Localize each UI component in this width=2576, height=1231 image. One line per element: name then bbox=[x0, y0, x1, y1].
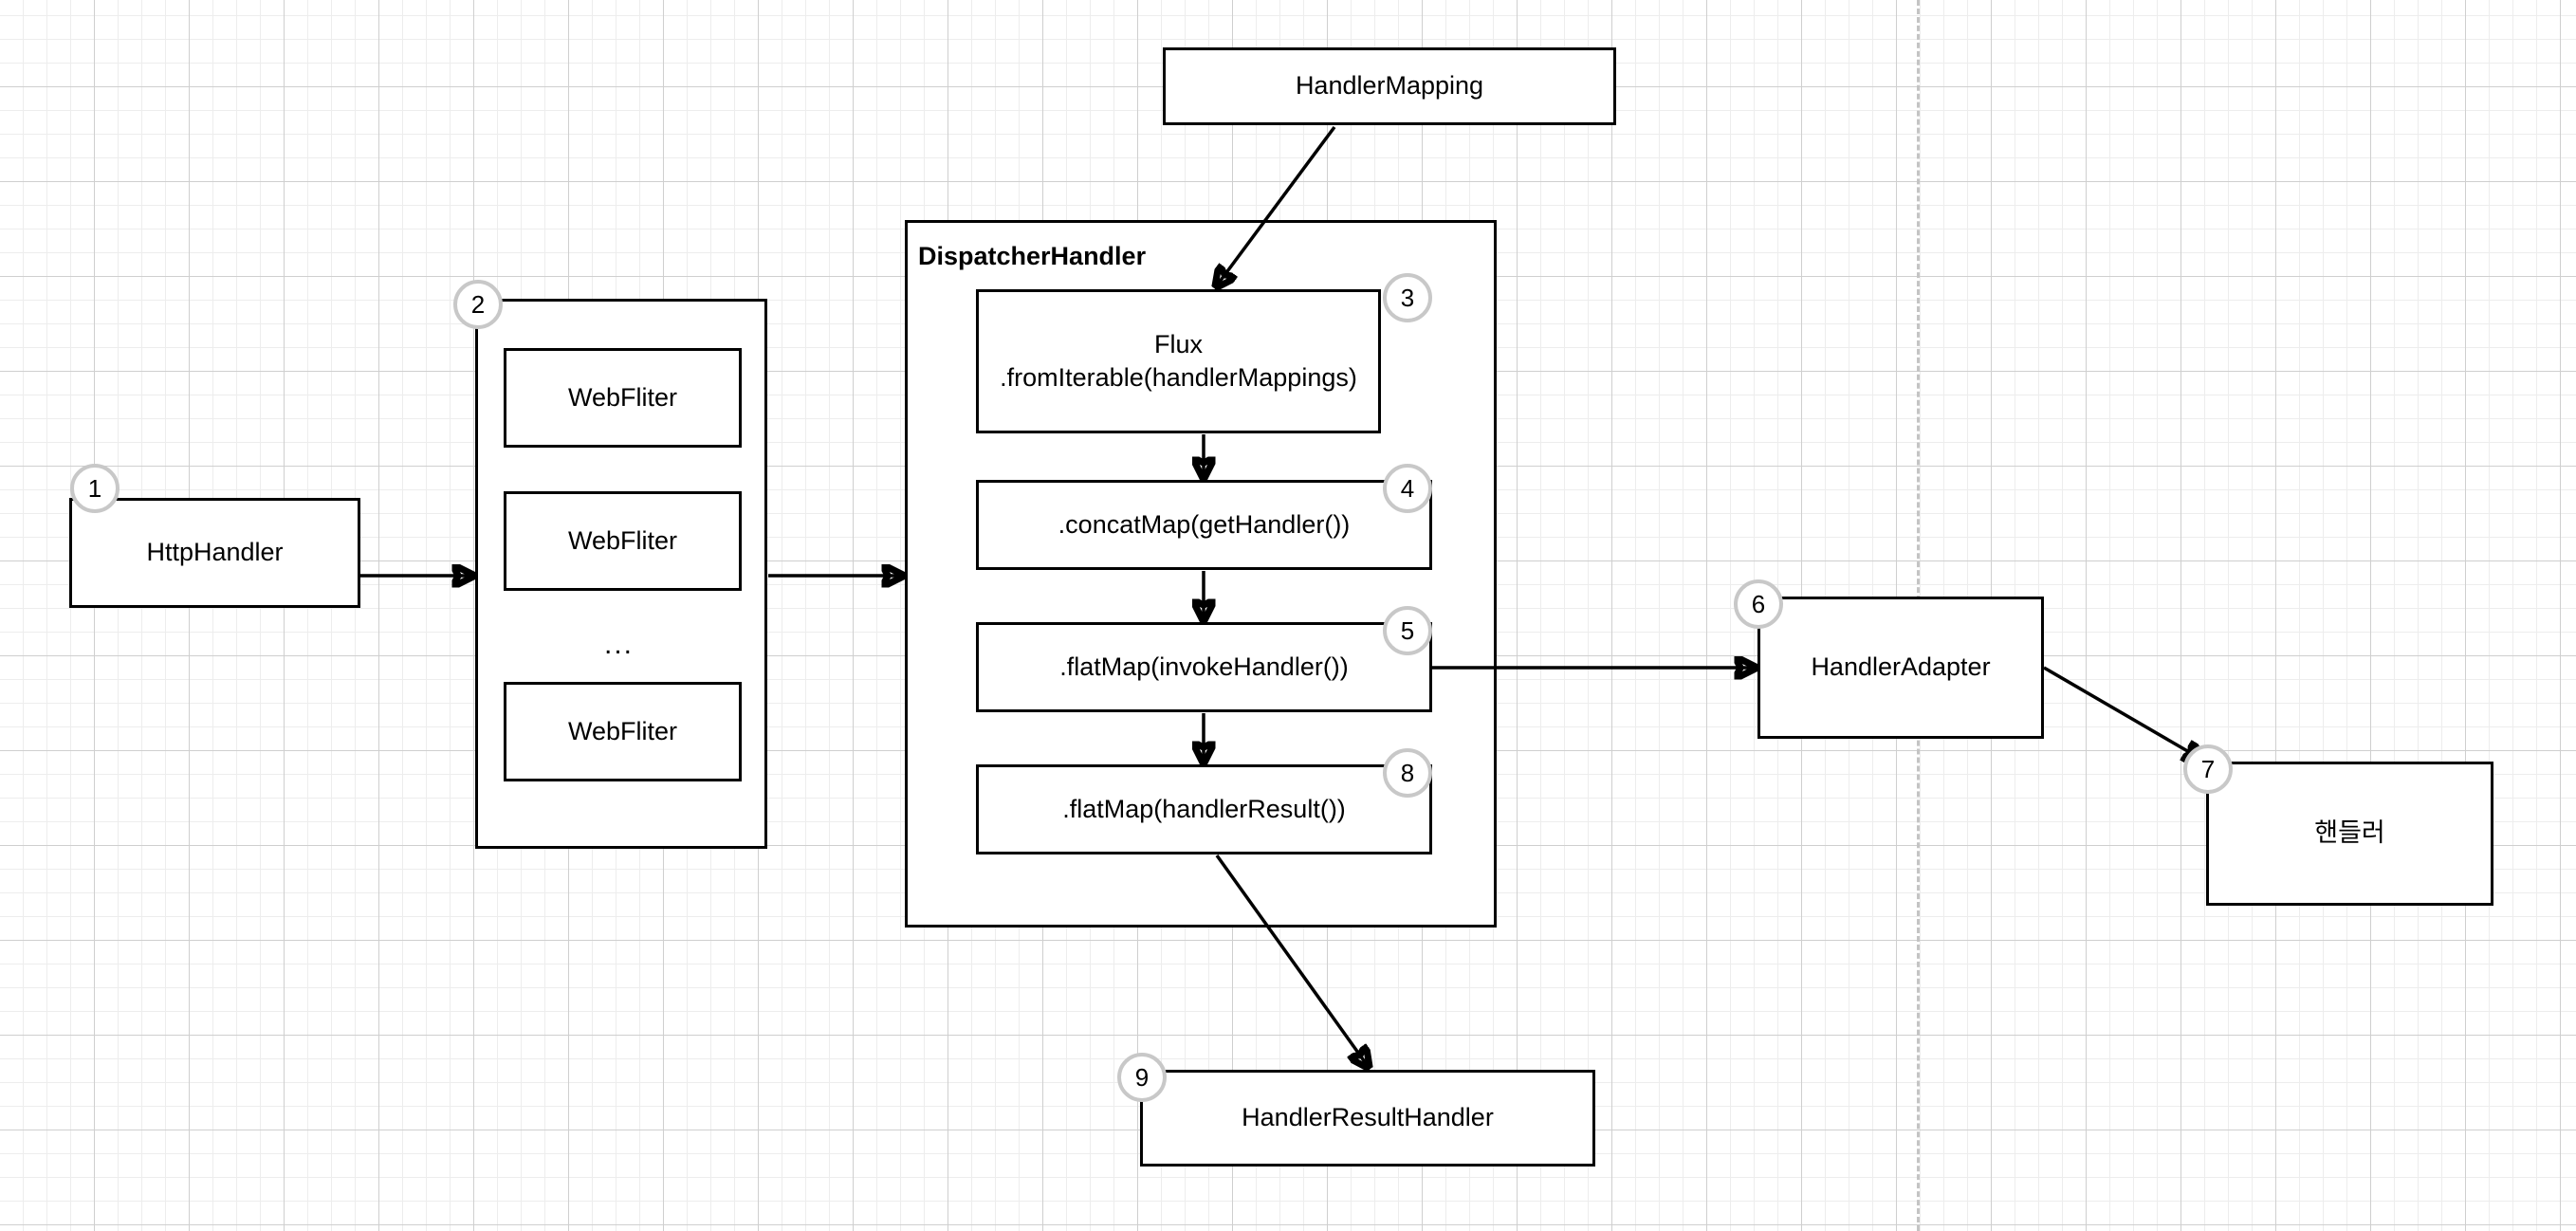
badge-1: 1 bbox=[70, 464, 120, 513]
badge-5: 5 bbox=[1383, 606, 1432, 655]
node-web-filter-1[interactable]: WebFliter bbox=[504, 348, 742, 448]
node-http-handler[interactable]: HttpHandler bbox=[69, 498, 360, 608]
node-handler-result-handler[interactable]: HandlerResultHandler bbox=[1140, 1070, 1595, 1167]
node-concat-map[interactable]: .concatMap(getHandler()) bbox=[976, 480, 1432, 570]
dispatcher-handler-title: DispatcherHandler bbox=[918, 242, 1147, 270]
node-handler-korean[interactable]: 핸들러 bbox=[2206, 762, 2493, 906]
node-flux-from-iterable[interactable]: Flux .fromIterable(handlerMappings) bbox=[976, 289, 1381, 433]
node-web-filter-2[interactable]: WebFliter bbox=[504, 491, 742, 591]
badge-2: 2 bbox=[453, 280, 503, 329]
filter-ellipsis-label: ... bbox=[604, 629, 635, 660]
badge-8: 8 bbox=[1383, 748, 1432, 798]
node-handler-adapter[interactable]: HandlerAdapter bbox=[1757, 597, 2044, 739]
badge-4: 4 bbox=[1383, 464, 1432, 513]
node-handler-mapping[interactable]: HandlerMapping bbox=[1163, 47, 1616, 125]
node-web-filter-3[interactable]: WebFliter bbox=[504, 682, 742, 781]
node-flat-map-result[interactable]: .flatMap(handlerResult()) bbox=[976, 764, 1432, 854]
edge-handleradapter-to-handler bbox=[2043, 666, 2202, 760]
node-flat-map-invoke[interactable]: .flatMap(invokeHandler()) bbox=[976, 622, 1432, 712]
badge-9: 9 bbox=[1117, 1053, 1167, 1102]
badge-6: 6 bbox=[1734, 579, 1783, 629]
badge-7: 7 bbox=[2183, 744, 2233, 794]
badge-3: 3 bbox=[1383, 273, 1432, 322]
